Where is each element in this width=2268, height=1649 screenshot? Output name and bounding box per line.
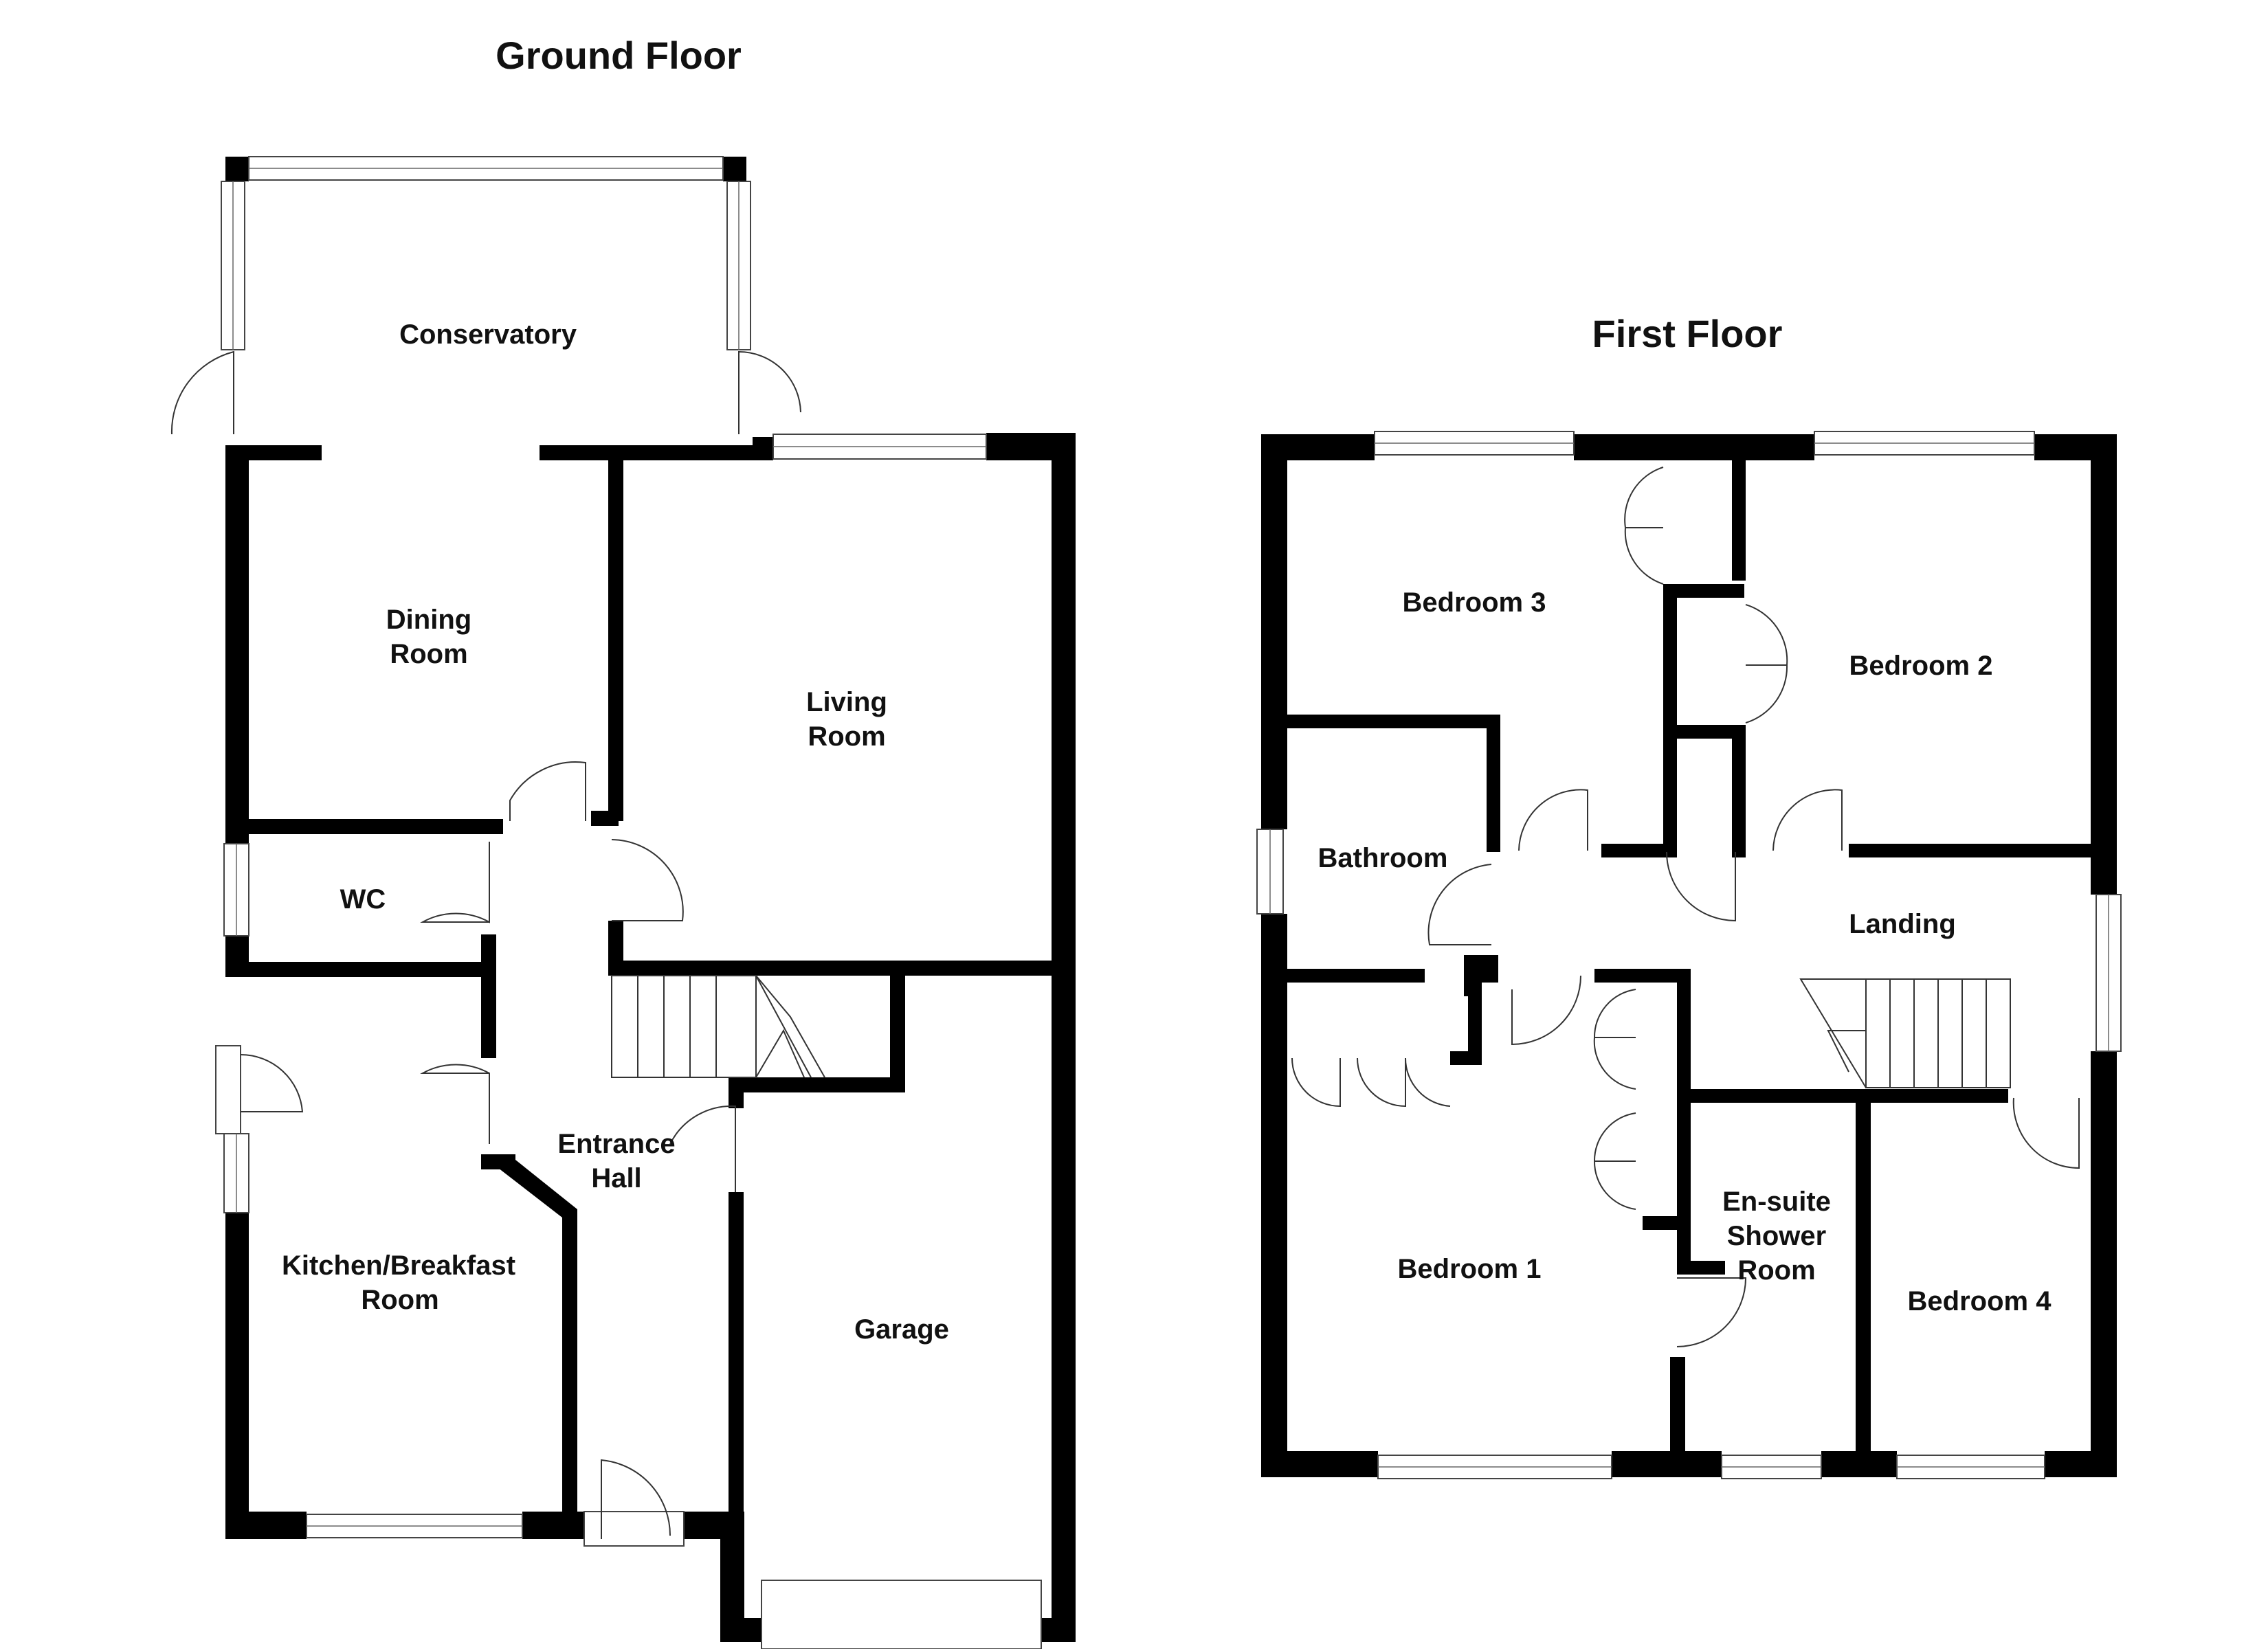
label-kitchen-line1: Kitchen/Breakfast (282, 1250, 515, 1281)
label-wc: WC (340, 884, 386, 915)
label-dining-room-line2: Room (390, 639, 467, 669)
label-entrance-hall-line2: Hall (591, 1163, 641, 1193)
label-conservatory: Conservatory (399, 319, 577, 350)
first-floor-windows (1256, 431, 2122, 1479)
label-bathroom: Bathroom (1318, 843, 1448, 873)
ground-floor-walls (225, 157, 1076, 1642)
label-ensuite-line3: Room (1737, 1255, 1815, 1286)
ground-floor-doors (170, 350, 801, 1547)
label-bedroom-2: Bedroom 2 (1849, 651, 1993, 681)
label-living-room-line2: Room (808, 721, 885, 752)
first-floor-title: First Floor (1592, 312, 1783, 355)
first-floor-stairs (1799, 978, 2011, 1088)
label-entrance-hall-line1: Entrance (557, 1129, 675, 1159)
label-bedroom-1: Bedroom 1 (1398, 1254, 1542, 1284)
ground-floor-title: Ground Floor (496, 34, 742, 77)
first-floor-labels: Bedroom 3 Bedroom 2 Bathroom Landing Bed… (1318, 587, 2052, 1316)
ground-floor-labels: Conservatory Dining Room Living Room WC … (282, 319, 949, 1345)
first-floor-doors (1291, 467, 2080, 1347)
first-floor: First Floor (1256, 312, 2122, 1479)
label-living-room-line1: Living (806, 687, 887, 717)
ground-floor: Ground Floor (170, 34, 1076, 1649)
label-ensuite-line1: En-suite (1722, 1187, 1831, 1217)
label-bedroom-3: Bedroom 3 (1403, 587, 1546, 618)
label-dining-room-line1: Dining (386, 605, 471, 635)
label-ensuite-line2: Shower (1727, 1221, 1826, 1251)
label-garage: Garage (854, 1314, 949, 1345)
label-kitchen-line2: Room (361, 1285, 438, 1315)
ground-floor-stairs (611, 975, 825, 1078)
ground-floor-windows (215, 156, 1042, 1649)
first-floor-walls (1261, 434, 2117, 1477)
label-landing: Landing (1849, 909, 1956, 939)
label-bedroom-4: Bedroom 4 (1908, 1286, 2052, 1316)
